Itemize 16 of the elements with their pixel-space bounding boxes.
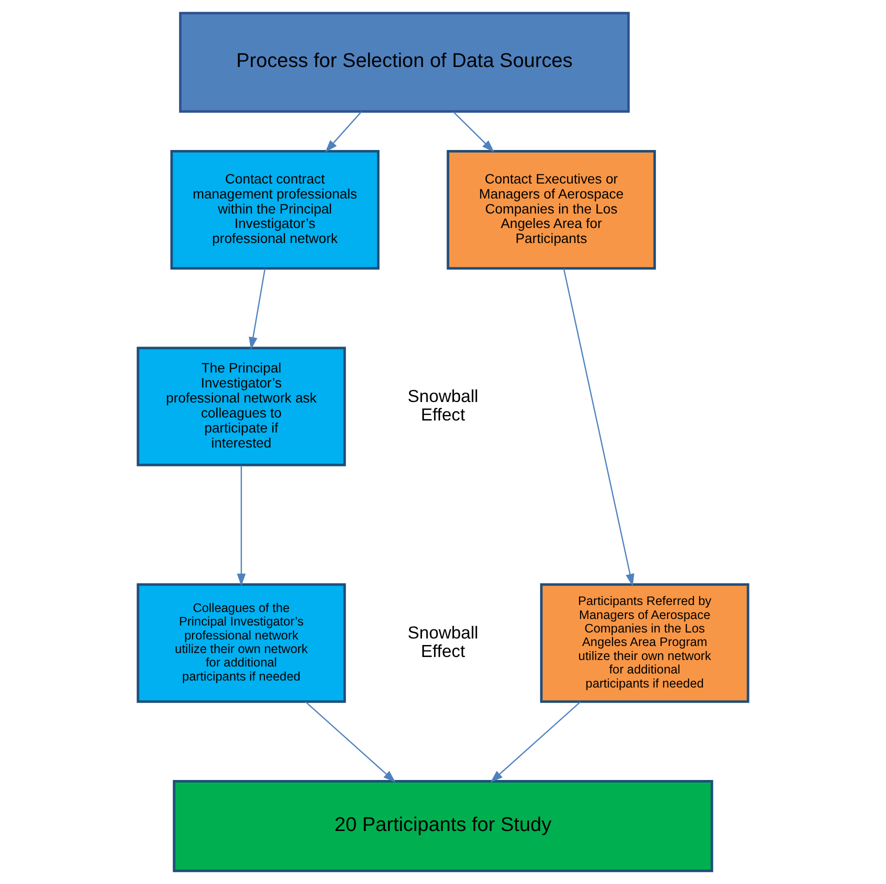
arrow (563, 268, 634, 586)
arrow (325, 111, 362, 152)
node-box: 20 Participants for Study (172, 780, 714, 872)
node-box: Contact Executives or Managers of Aerospace Companies in the Los Angeles Area for Participants (446, 150, 656, 270)
arrow (248, 268, 266, 350)
arrow (452, 111, 494, 152)
node-box: Participants Referred by Managers of Aerospace Companies in the Los Angeles Area Program utilize their own network for additional participants if needed (540, 583, 750, 703)
node-box: The Principal Investigator’s professional network ask colleagues to participate if interested (136, 346, 346, 466)
label: Snowball Effect (408, 622, 478, 662)
node-box: Contact contract management professionals within the Principal Investigator’s professional network (170, 150, 380, 270)
node-box: Colleagues of the Principal Investigator’s professional network utilize their own network for additional participants if needed (136, 583, 346, 703)
arrow (236, 466, 246, 586)
label: Snowball Effect (408, 386, 478, 424)
arrow (305, 701, 396, 782)
arrow (490, 701, 581, 782)
node-box: Process for Selection of Data Sources (179, 12, 630, 113)
